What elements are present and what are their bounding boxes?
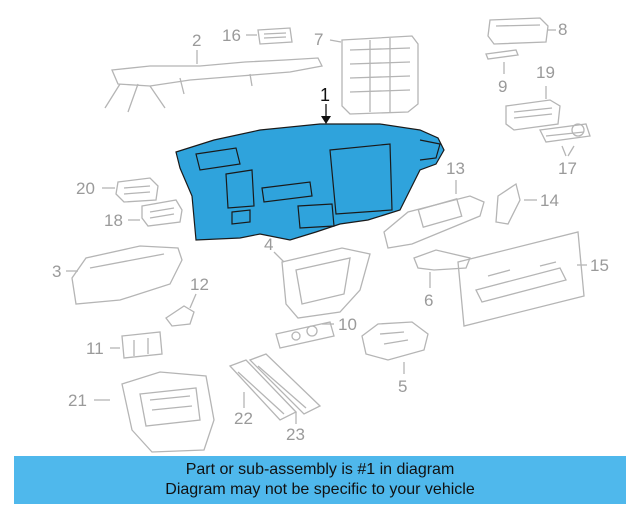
part-5-bracket: [361, 321, 429, 361]
callout-3: 3: [52, 262, 62, 281]
callout-21: 21: [68, 391, 87, 410]
parts-diagram: 1 2 16 7 8 9 19 17 20 18 13 14 4 3 6 15 …: [52, 17, 609, 453]
part-3-glove-box: [71, 245, 183, 305]
part-18-vent: [141, 199, 183, 227]
callout-15: 15: [590, 256, 609, 275]
part-2-support-beam: [104, 57, 323, 113]
callout-13: 13: [446, 159, 465, 178]
callout-16: 16: [222, 26, 241, 45]
part-8-ashtray: [487, 17, 549, 45]
part-9-trim: [485, 49, 519, 60]
callout-6: 6: [424, 291, 434, 310]
callout-7: 7: [314, 30, 324, 49]
callout-17: 17: [558, 159, 577, 178]
callout-5: 5: [398, 377, 408, 396]
part-19-vent: [505, 99, 561, 131]
callout-4: 4: [264, 235, 274, 254]
banner-line-1: Part or sub-assembly is #1 in diagram: [185, 461, 455, 478]
callout-22: 22: [234, 409, 253, 428]
part-17-vents: [539, 123, 591, 143]
callout-20: 20: [76, 179, 95, 198]
callout-10: 10: [338, 315, 357, 334]
callout-19: 19: [536, 63, 555, 82]
part-14-bracket: [495, 182, 521, 225]
callout-8: 8: [558, 20, 568, 39]
part-6-bracket: [413, 249, 471, 271]
part-21-console: [121, 371, 215, 453]
callout-12: 12: [190, 275, 209, 294]
callout-1: 1: [320, 85, 331, 105]
part-11-switch: [121, 331, 163, 359]
part-20-vent: [115, 177, 159, 203]
info-banner: Part or sub-assembly is #1 in diagram Di…: [14, 456, 626, 504]
part-12-clip: [165, 305, 195, 327]
callout-11: 11: [86, 339, 104, 358]
part-13-glove-door: [383, 195, 485, 249]
callout-14: 14: [540, 191, 559, 210]
callout-9: 9: [498, 77, 508, 96]
part-15-panel: [457, 231, 585, 327]
part-1-instrument-panel: [175, 123, 445, 241]
part-16-vent: [257, 27, 293, 45]
callout-18: 18: [104, 211, 123, 230]
callout-23: 23: [286, 425, 305, 444]
part-7-junction-block: [341, 35, 419, 115]
diagram-drawing: [66, 17, 591, 453]
part-4-glove-bin: [281, 247, 371, 319]
callout-2: 2: [192, 31, 202, 50]
banner-line-2: Diagram may not be specific to your vehi…: [165, 481, 475, 498]
part-10-switch-panel: [275, 321, 335, 349]
